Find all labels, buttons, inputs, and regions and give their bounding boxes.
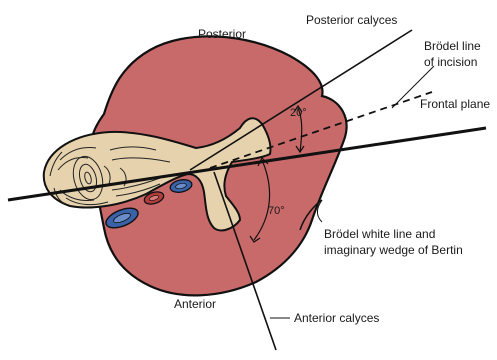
label-brodel-line-2: of incision (424, 55, 477, 69)
label-frontal-plane: Frontal plane (420, 97, 490, 111)
label-posterior-calyces: Posterior calyces (306, 13, 397, 27)
label-posterior: Posterior (198, 27, 246, 41)
label-brodel-white-1: Brödel white line and (324, 227, 435, 241)
label-anterior: Anterior (174, 297, 216, 311)
label-brodel-white-2: imaginary wedge of Bertin (324, 243, 463, 257)
label-anterior-calyces: Anterior calyces (294, 311, 379, 325)
label-brodel-line-1: Brödel line (424, 39, 481, 53)
label-angle-20: 20° (290, 107, 307, 119)
label-angle-70: 70° (268, 205, 285, 217)
